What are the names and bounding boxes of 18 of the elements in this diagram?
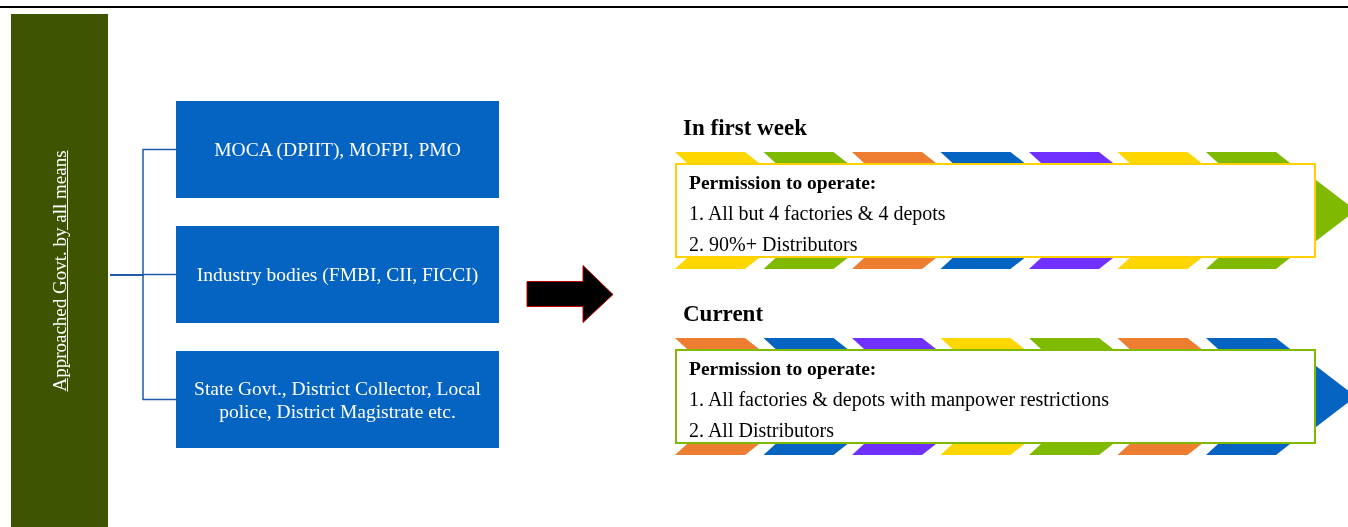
panel-heading: In first week [683, 115, 807, 141]
panel-heading: Current [683, 301, 764, 327]
process-box [176, 351, 499, 448]
list-item: 2. 90%+ Distributors [689, 232, 859, 257]
box-label: MOCA (DPIIT), MOFPI, PMO [213, 138, 462, 161]
process-box [176, 226, 499, 323]
panel-subheading: Permission to operate: [689, 171, 878, 195]
block-arrow [526, 265, 614, 323]
side-bar-label: Approached Govt. by all means [48, 149, 71, 392]
list-item: 1. All but 4 factories & 4 depots [689, 201, 947, 227]
list-item: 2. All Distributors [689, 418, 835, 443]
connector-line [109, 274, 177, 401]
list-item: 1. All factories & depots with manpower restrictions [689, 387, 1110, 413]
box-label: State Govt., District Collector, Local police, District Magistrate etc. [193, 376, 482, 423]
side-bar [11, 14, 108, 527]
process-box [176, 101, 499, 198]
box-label: Industry bodies (FMBI, CII, FICCI) [195, 263, 480, 286]
panel-subheading: Permission to operate: [689, 357, 878, 381]
